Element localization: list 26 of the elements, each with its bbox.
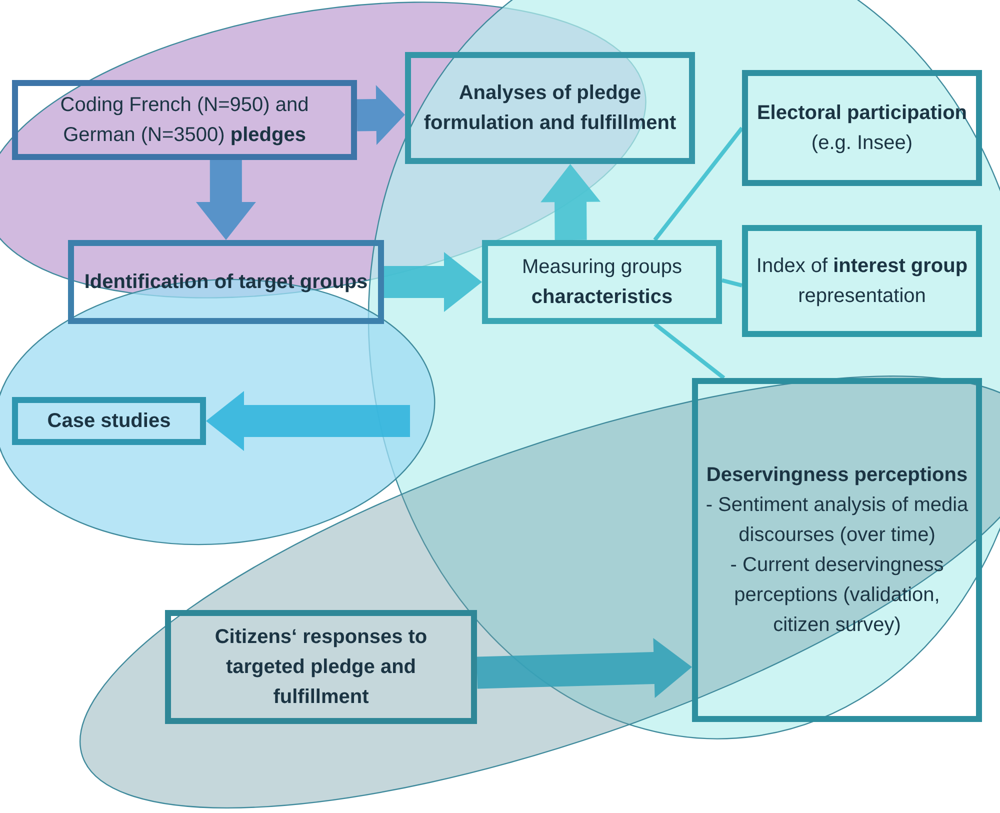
box-text: - Sentiment analysis of media discourses (over time) bbox=[704, 493, 970, 548]
block-arrow bbox=[476, 638, 692, 698]
box-text: Analyses of pledge formulation and fulfillment bbox=[422, 81, 678, 136]
process-box bbox=[12, 397, 206, 445]
box-text: Measuring groups characteristics bbox=[520, 255, 684, 310]
block-arrow bbox=[356, 85, 405, 145]
process-box bbox=[692, 378, 982, 722]
block-arrow bbox=[384, 252, 482, 312]
block-arrow bbox=[540, 164, 601, 240]
box-text: Index of interest group representation bbox=[755, 254, 969, 309]
box-text: Case studies bbox=[47, 409, 171, 434]
box-text: Citizens‘ responses to targeted pledge and fulfillment bbox=[214, 625, 428, 710]
connector-line bbox=[722, 278, 742, 288]
box-text: Coding French (N=950) and German (N=3500) pledges bbox=[59, 93, 310, 148]
process-box bbox=[742, 70, 982, 186]
process-box bbox=[405, 52, 695, 164]
process-box bbox=[165, 610, 477, 724]
process-box bbox=[68, 240, 384, 324]
connector-line bbox=[653, 126, 744, 242]
block-arrow bbox=[206, 391, 410, 451]
box-heading: Deservingness perceptions bbox=[706, 463, 968, 488]
process-box bbox=[482, 240, 722, 324]
connector-line bbox=[654, 322, 726, 380]
process-box bbox=[12, 80, 357, 160]
process-box bbox=[742, 225, 982, 337]
block-arrow bbox=[196, 160, 256, 240]
